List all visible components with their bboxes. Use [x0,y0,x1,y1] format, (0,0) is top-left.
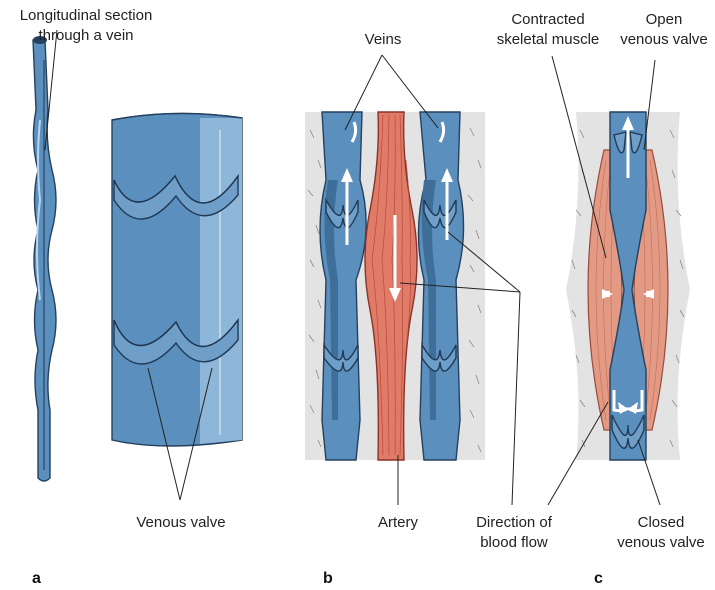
panel-a: Longitudinal section through a vein Veno… [20,7,242,587]
label-section-line2: through a vein [38,27,133,44]
label-muscle-line1: Contracted [511,11,584,28]
panel-letter-c: c [594,570,603,587]
label-flow-line2: blood flow [480,534,548,551]
vein-tube [33,36,56,481]
panel-letter-a: a [32,570,41,587]
label-section-line1: Longitudinal section [20,7,153,24]
leader-flow-down [512,292,520,505]
panel-letter-b: b [323,570,333,587]
label-flow-line1: Direction of [476,514,553,531]
label-muscle-line2: skeletal muscle [497,31,600,48]
label-venous-valve: Venous valve [136,514,225,531]
panel-b: Veins Artery Direction of blood flow b [305,31,553,587]
label-open-line1: Open [646,11,683,28]
label-open-line2: venous valve [620,31,708,48]
opened-vein [112,113,242,446]
label-closed-line2: venous valve [617,534,705,551]
panel-c: Contracted skeletal muscle Open venous v… [497,11,708,587]
label-artery: Artery [378,514,419,531]
label-closed-line1: Closed [638,514,685,531]
label-veins: Veins [365,31,402,48]
